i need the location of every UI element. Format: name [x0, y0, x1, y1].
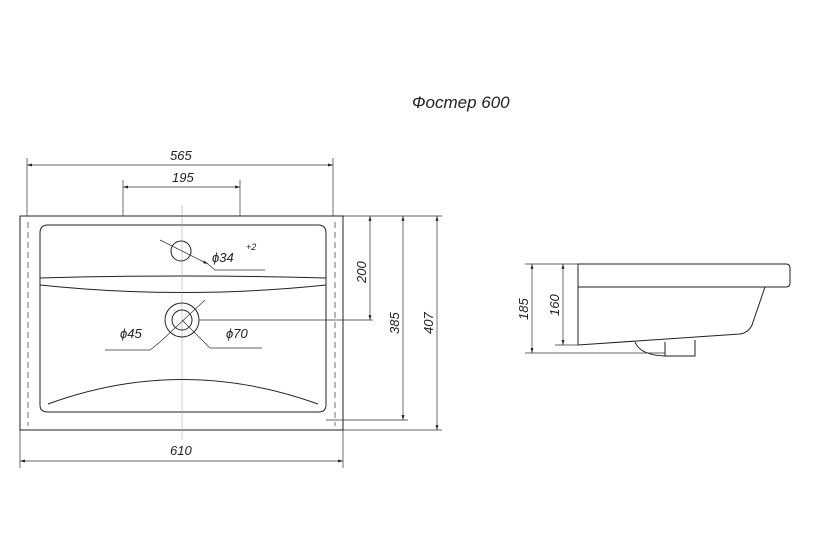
- faucet-hole: [170, 240, 192, 262]
- drain-inner-label: ϕ45: [120, 326, 142, 341]
- basin-outline: [39, 224, 327, 413]
- dim-610: 610: [170, 443, 192, 458]
- dim-565: 565: [170, 148, 192, 163]
- drain-inner: [171, 309, 193, 331]
- drain-outer-label: ϕ70: [226, 326, 248, 341]
- drawing-title: Фостер 600: [412, 93, 510, 112]
- dim-385: 385: [387, 312, 402, 334]
- faucet-hole-tolerance: +2: [246, 242, 256, 252]
- sink-outline: [19, 215, 344, 431]
- dim-200: 200: [354, 261, 369, 284]
- top-view: ϕ34 +2 ϕ45 ϕ70 565 195 200 385 407 610: [19, 148, 442, 468]
- faucet-hole-label: ϕ34: [212, 250, 234, 265]
- dim-195: 195: [172, 170, 194, 185]
- side-view: 185 160: [516, 263, 791, 357]
- dim-160: 160: [547, 294, 562, 316]
- dim-407: 407: [421, 312, 436, 334]
- dim-185: 185: [516, 298, 531, 320]
